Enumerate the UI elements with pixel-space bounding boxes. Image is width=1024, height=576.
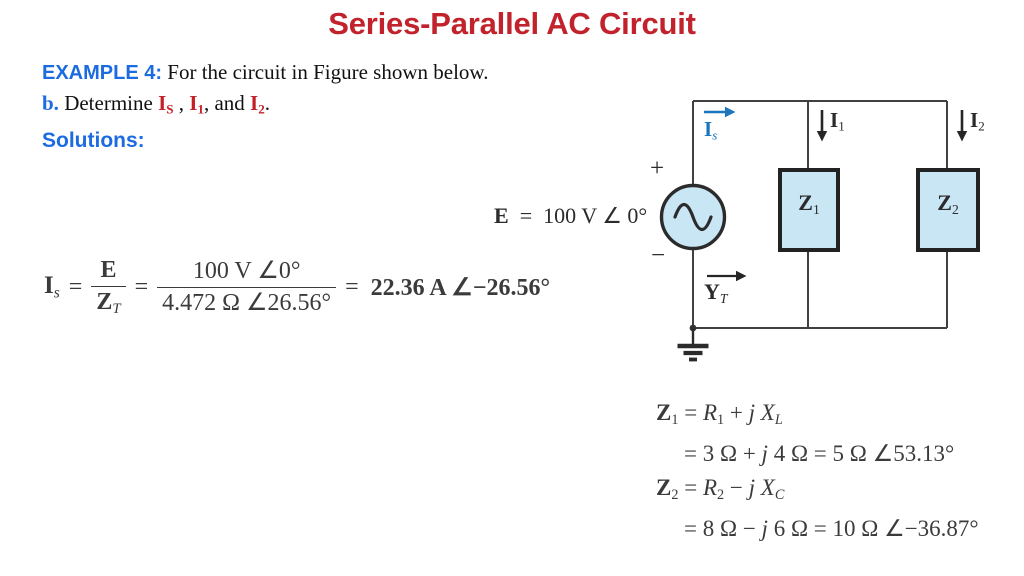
impedance-box-z1 [778, 168, 840, 252]
example-heading: EXAMPLE 4: For the circuit in Figure sho… [42, 60, 488, 85]
circuit-diagram: E = 100 V ∠ 0° + − Is I1 I2 Z1 Z2 YT [480, 85, 1020, 385]
eq-lhs: Is [44, 272, 60, 302]
circuit-schematic [659, 100, 980, 362]
i1-current-arrow [816, 110, 828, 142]
eq-frac1-denominator: ZT [96, 288, 121, 318]
eq-result: 22.36 A ∠−26.56° [370, 274, 551, 301]
source-voltage-label: E = 100 V ∠ 0° [494, 203, 648, 228]
impedance-equations: Z1 = R1 + j XL = 3 Ω + j 4 Ω = 5 Ω ∠53.1… [656, 396, 979, 546]
eq-frac2-denominator: 4.472 Ω ∠26.56° [162, 289, 332, 316]
problem-statement: b. Determine IS , I1, and I2. [42, 91, 270, 117]
polarity-plus-sign: + [650, 155, 665, 182]
example-text: For the circuit in Figure shown below. [162, 60, 489, 84]
eq-equals-1: = [68, 273, 83, 300]
z1-equation-line1: Z1 = R1 + j XL [656, 400, 783, 428]
z2-impedance-label: Z2 [937, 190, 959, 217]
z1-equation-line2: = 3 Ω + j 4 Ω = 5 Ω ∠53.13° [684, 440, 955, 466]
impedance-box-z2 [916, 168, 980, 252]
page-title: Series-Parallel AC Circuit [328, 6, 696, 41]
i1-current-label: I1 [830, 108, 845, 134]
circuit-wires [692, 100, 948, 329]
ground-icon [677, 324, 709, 362]
ac-source-icon [659, 183, 727, 251]
eq-equals-3: = [345, 273, 359, 300]
eq-frac2-numerator: 100 V ∠0° [192, 257, 301, 284]
yt-admittance-arrow [707, 270, 747, 282]
fraction-bar [91, 285, 126, 287]
fraction-bar [157, 286, 337, 288]
eq-equals-2: = [134, 273, 149, 300]
example-label: EXAMPLE 4: [42, 62, 163, 84]
z2-equation-line2: = 8 Ω − j 6 Ω = 10 Ω ∠−36.87° [684, 515, 979, 541]
z1-impedance-label: Z1 [798, 190, 820, 217]
is-current-arrow [704, 106, 736, 118]
eq-frac1-numerator: E [100, 257, 117, 283]
i2-current-label: I2 [970, 108, 985, 134]
polarity-minus-sign: − [651, 242, 666, 269]
eq-fraction-numeric: 100 V ∠0° 4.472 Ω ∠26.56° [157, 257, 337, 317]
yt-admittance-label: YT [704, 279, 728, 306]
solutions-heading: Solutions: [42, 129, 145, 152]
i2-current-arrow [956, 110, 968, 142]
is-current-label: Is [704, 117, 718, 143]
z2-equation-line1: Z2 = R2 − j XC [656, 474, 785, 503]
source-current-equation: Is = E ZT = 100 V ∠0° 4.472 Ω ∠26.56° = … [44, 257, 550, 318]
eq-fraction-symbolic: E ZT [91, 257, 126, 318]
